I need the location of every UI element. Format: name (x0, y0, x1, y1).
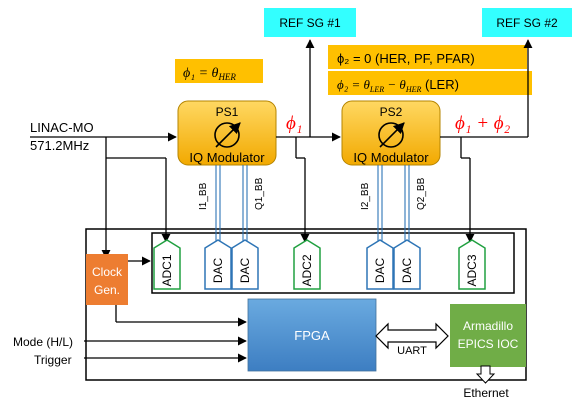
ps2-output-phase: ϕ₁ + ϕ₂ (455, 113, 511, 134)
armadillo-label-1: Armadillo (463, 319, 513, 333)
uart-link: UART (375, 322, 449, 357)
adc2-block: ADC2 (293, 239, 321, 290)
ref-sg1-label: REF SG #1 (279, 16, 341, 30)
armadillo-label-2: EPICS IOC (458, 337, 519, 351)
phase-shifter-icon (378, 122, 404, 148)
ethernet-arrow-icon (475, 365, 496, 384)
linac-freq-label: 571.2MHz (30, 138, 89, 153)
adc1-label: ADC1 (160, 254, 174, 286)
q1-bb-label: Q1_BB (254, 177, 265, 210)
adc1-block: ADC1 (153, 239, 181, 290)
phi1-setting-box: ϕ₁ = θHER (175, 59, 263, 83)
dac4-block: DAC (393, 239, 421, 290)
mode-label: Mode (H/L) (13, 335, 73, 349)
ref-sg2-label: REF SG #2 (496, 16, 558, 30)
trigger-label: Trigger (34, 353, 72, 367)
ps2-name: PS2 (380, 105, 403, 119)
linac-mo-label: LINAC-MO (30, 120, 94, 135)
clock-label-1: Clock (92, 265, 123, 279)
dac2-label: DAC (238, 258, 252, 284)
phi1-setting-text: ϕ₁ = θHER (183, 66, 236, 82)
phi2-zero-box: ϕ₂ = 0 (HER, PF, PFAR) (328, 45, 527, 69)
ps1-iq-modulator: PS1 IQ Modulator (177, 100, 277, 166)
dac4-label: DAC (400, 258, 414, 284)
ethernet-label: Ethernet (463, 386, 509, 400)
adc3-block: ADC3 (458, 239, 486, 290)
adc3-label: ADC3 (465, 254, 479, 286)
ref-sg2-box: REF SG #2 (482, 8, 572, 37)
dac1-block: DAC (204, 239, 232, 290)
bb-lines (215, 165, 410, 245)
clock-label-2: Gen. (94, 283, 120, 297)
phi2-ler-text: ϕ₂ = θLER − θHER (LER) (337, 77, 459, 94)
phase-shifter-icon (214, 122, 240, 148)
ps2-label: IQ Modulator (353, 150, 429, 165)
phi2-zero-text: ϕ₂ = 0 (HER, PF, PFAR) (337, 51, 475, 66)
converters: ADC1 DAC DAC ADC2 DAC DAC ADC3 (153, 239, 486, 290)
clock-gen-box: Clock Gen. (86, 254, 128, 305)
i1-bb-label: I1_BB (198, 182, 209, 210)
i2-bb-label: I2_BB (360, 182, 371, 210)
dac1-label: DAC (211, 258, 225, 284)
ps1-label: IQ Modulator (189, 150, 265, 165)
ps1-name: PS1 (216, 105, 239, 119)
fpga-label: FPGA (294, 328, 330, 343)
phi2-ler-box: ϕ₂ = θLER − θHER (LER) (328, 71, 532, 95)
armadillo-block: Armadillo EPICS IOC (450, 304, 526, 367)
ps2-iq-modulator: PS2 IQ Modulator (341, 100, 441, 166)
dac3-block: DAC (366, 239, 394, 290)
ps1-output-phase: ϕ₁ (286, 113, 302, 134)
dac2-block: DAC (231, 239, 259, 290)
fpga-block: FPGA (247, 298, 377, 372)
q2-bb-label: Q2_BB (416, 177, 427, 210)
converter-box (151, 232, 515, 294)
uart-label: UART (397, 345, 427, 357)
ref-sg1-box: REF SG #1 (264, 8, 356, 37)
dac3-label: DAC (373, 258, 387, 284)
adc2-label: ADC2 (300, 254, 314, 286)
